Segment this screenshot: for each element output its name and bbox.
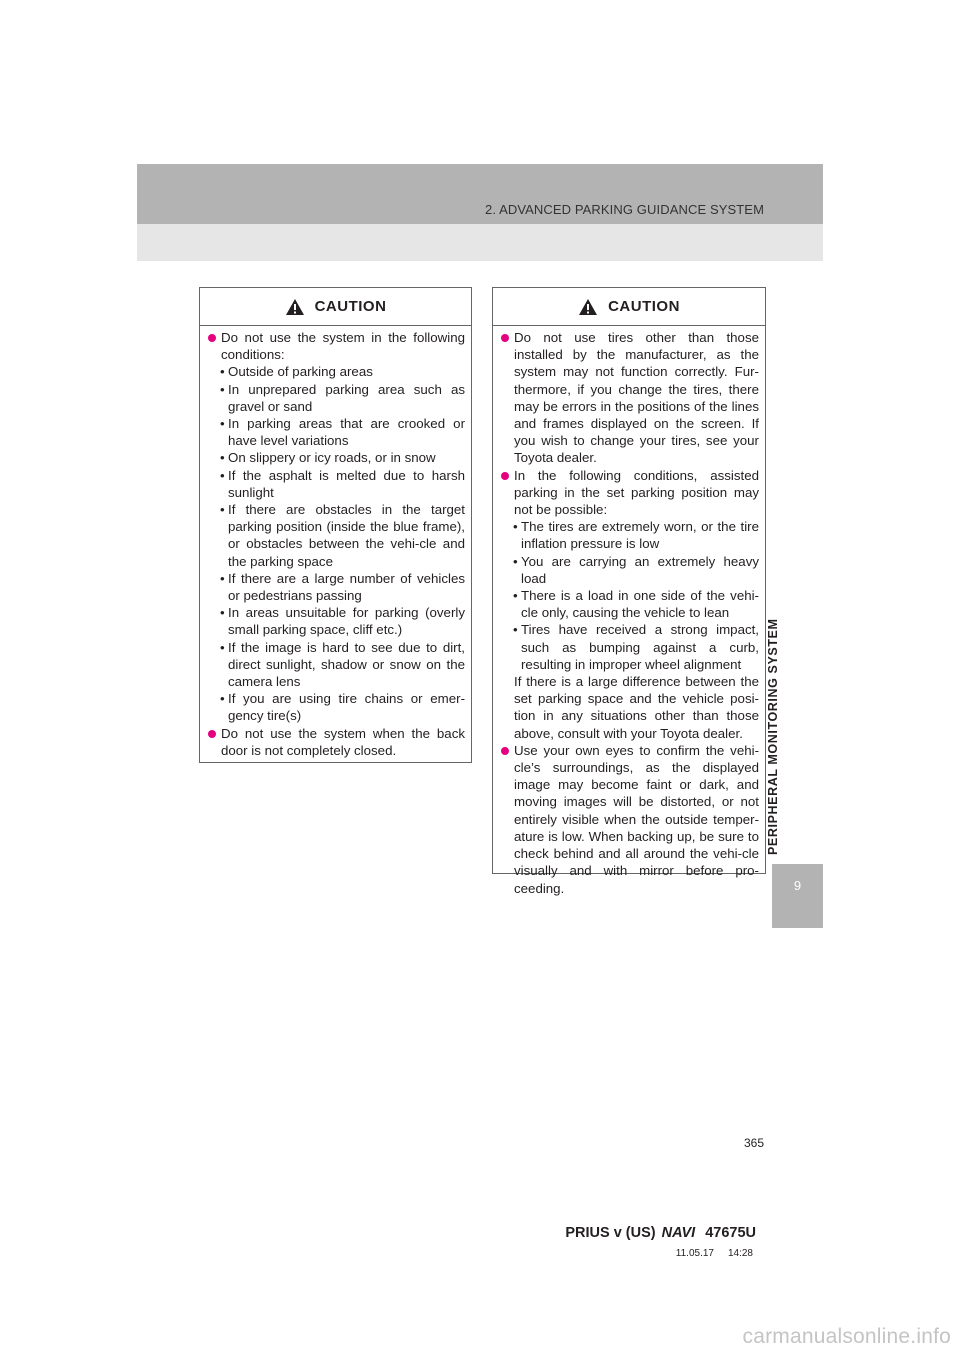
sub-item-text: There is a load in one side of the vehi-… (521, 588, 759, 621)
bullet-text: In the following conditions, assisted pa… (514, 467, 759, 518)
warning-triangle-icon (579, 298, 598, 315)
bullet-text: Do not use tires other than those instal… (514, 330, 759, 466)
sub-item-text: In areas unsuitable for parking (overly … (228, 605, 465, 638)
caution-body: Do not use tires other than those instal… (493, 326, 765, 903)
side-chapter-label: PERIPHERAL MONITORING SYSTEM (766, 618, 780, 855)
section-title: 2. ADVANCED PARKING GUIDANCE SYSTEM (485, 202, 764, 217)
sub-item-text: Outside of parking areas (228, 364, 373, 380)
sub-item-text: If there are a large number of vehicles … (228, 570, 465, 604)
caution-bullet: Do not use the system when the back door… (208, 725, 465, 759)
caution-box-right: CAUTION Do not use tires other than thos… (492, 287, 766, 896)
bullet-dot-icon (208, 334, 216, 342)
sub-item: •Tires have received a strong impact, su… (513, 622, 759, 672)
caution-bullet: In the following conditions, assisted pa… (501, 467, 759, 519)
sub-item: •There is a load in one side of the vehi… (513, 588, 759, 621)
navi-label: NAVI (661, 1225, 696, 1241)
caution-bullet: Do not use the system in the following c… (208, 329, 465, 363)
print-date: 11.05.17 (675, 1248, 714, 1259)
header-subband (137, 224, 823, 261)
bullet-dot-icon (208, 729, 216, 738)
sub-item: •If the asphalt is melted due to harsh s… (220, 467, 465, 500)
caution-title: CAUTION (608, 298, 680, 315)
sub-item-text: Tires have received a strong impact, suc… (521, 622, 759, 672)
sub-item-text: You are carrying an extremely heavy load (521, 553, 759, 586)
sub-item-text: On slippery or icy roads, or in snow (228, 450, 436, 466)
page-number: 365 (744, 1136, 765, 1150)
sub-item: •If there are a large number of vehicles… (220, 570, 465, 604)
model-code: 47675U (705, 1225, 756, 1241)
bullet-dot-icon (501, 471, 509, 480)
bullet-text: Use your own eyes to confirm the vehi-cl… (514, 742, 759, 896)
caution-bullet: Do not use tires other than those instal… (501, 329, 759, 467)
sub-item: •You are carrying an extremely heavy loa… (513, 553, 759, 586)
bullet-dot-icon (501, 746, 509, 755)
sub-item-text: If the image is hard to see due to dirt,… (228, 639, 465, 690)
caution-bullet: Use your own eyes to confirm the vehi-cl… (501, 742, 759, 897)
sub-item: •In areas unsuitable for parking (overly… (220, 605, 465, 638)
caution-body: Do not use the system in the following c… (200, 326, 471, 765)
sub-item-text: If there are obstacles in the target par… (228, 502, 465, 569)
caution-box-left: CAUTION Do not use the system in the fol… (199, 287, 472, 763)
sub-item: •On slippery or icy roads, or in snow (220, 450, 436, 466)
header-band (137, 164, 823, 224)
chapter-tab: 9 (772, 864, 823, 928)
sub-item: •In parking areas that are crooked or ha… (220, 416, 465, 449)
side-strip (772, 264, 823, 860)
sub-item: •Outside of parking areas (220, 364, 373, 380)
bullet-text: Do not use the system when the back door… (221, 725, 465, 758)
model-name: PRIUS v (US) (565, 1225, 656, 1241)
caution-header: CAUTION (493, 288, 765, 326)
caution-note: If there is a large difference between t… (514, 674, 759, 741)
sub-item-text: If you are using tire chains or emer-gen… (228, 691, 465, 724)
sub-item: •If the image is hard to see due to dirt… (220, 639, 465, 690)
caution-title: CAUTION (314, 298, 387, 315)
sub-item-text: In unprepared parking area such as grave… (228, 381, 465, 414)
footer-model: PRIUS v (US) NAVI 47675U (565, 1225, 756, 1241)
sub-item: •The tires are extremely worn, or the ti… (513, 519, 759, 552)
warning-triangle-icon (285, 298, 304, 315)
sub-item: •In unprepared parking area such as grav… (220, 381, 465, 414)
bullet-text: Do not use the system in the following c… (221, 330, 465, 363)
sub-item-text: In parking areas that are crooked or hav… (228, 416, 465, 449)
print-time: 14:28 (727, 1248, 753, 1259)
sub-item-text: If the asphalt is melted due to harsh su… (228, 467, 465, 500)
bullet-dot-icon (501, 334, 509, 342)
chapter-number: 9 (793, 878, 802, 893)
sub-item: •If you are using tire chains or emer-ge… (220, 691, 465, 724)
sub-item: •If there are obstacles in the target pa… (220, 502, 465, 569)
watermark: carmanualsonline.info (742, 1325, 951, 1348)
footer-timestamp: 11.05.17 14:28 (676, 1248, 753, 1259)
sub-item-text: The tires are extremely worn, or the tir… (521, 519, 759, 552)
caution-header: CAUTION (200, 288, 471, 326)
